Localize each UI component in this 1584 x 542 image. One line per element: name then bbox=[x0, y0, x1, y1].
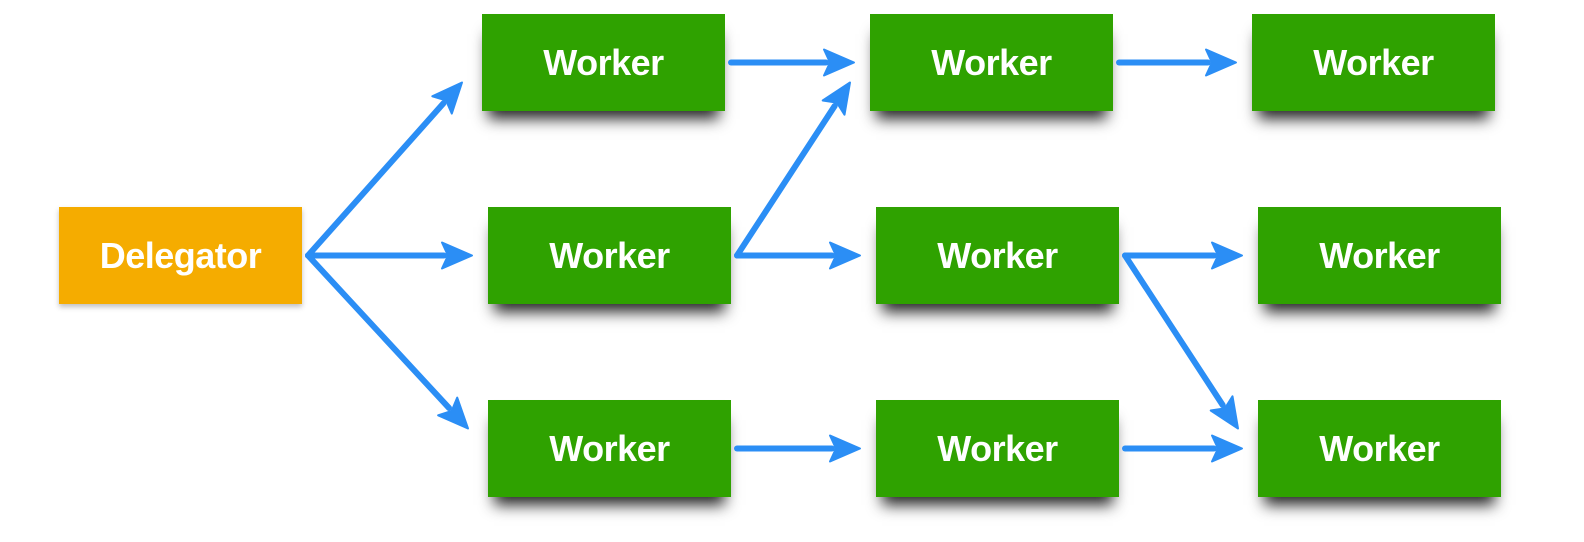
arrow-shaft bbox=[734, 102, 838, 259]
arrow-head bbox=[431, 81, 463, 115]
worker-node-middle-1: Worker bbox=[488, 207, 731, 304]
arrow-head bbox=[441, 241, 473, 270]
arrow-shaft bbox=[305, 100, 447, 259]
arrow-delegator-to-w_top_1 bbox=[305, 81, 463, 259]
worker-node-middle-3: Worker bbox=[1258, 207, 1501, 304]
arrow-head bbox=[821, 81, 851, 116]
arrow-w_mid_1-to-w_mid_2 bbox=[734, 241, 861, 270]
worker-label: Worker bbox=[549, 427, 670, 469]
arrow-head bbox=[1209, 395, 1239, 430]
worker-node-bottom-1: Worker bbox=[488, 400, 731, 497]
arrow-shaft bbox=[1122, 252, 1226, 409]
worker-node-top-3: Worker bbox=[1252, 14, 1495, 111]
arrow-w_mid_1-to-w_top_2 bbox=[734, 81, 851, 259]
arrow-w_bot_2-to-w_bot_3 bbox=[1122, 434, 1243, 463]
worker-label: Worker bbox=[1319, 234, 1440, 276]
worker-node-top-1: Worker bbox=[482, 14, 725, 111]
worker-node-middle-2: Worker bbox=[876, 207, 1119, 304]
worker-label: Worker bbox=[1313, 41, 1434, 83]
worker-label: Worker bbox=[931, 41, 1052, 83]
worker-node-bottom-2: Worker bbox=[876, 400, 1119, 497]
arrow-delegator-to-w_mid_1 bbox=[305, 241, 473, 270]
arrow-head bbox=[1211, 434, 1243, 463]
arrow-head bbox=[1205, 48, 1237, 77]
arrow-w_bot_1-to-w_bot_2 bbox=[734, 434, 861, 463]
arrow-head bbox=[829, 434, 861, 463]
arrow-head bbox=[1211, 241, 1243, 270]
arrow-head bbox=[823, 48, 855, 77]
worker-node-top-2: Worker bbox=[870, 14, 1113, 111]
worker-label: Worker bbox=[937, 427, 1058, 469]
arrow-w_top_2-to-w_top_3 bbox=[1116, 48, 1237, 77]
arrow-w_mid_2-to-w_bot_3 bbox=[1122, 252, 1239, 430]
arrow-head bbox=[437, 396, 469, 430]
worker-label: Worker bbox=[937, 234, 1058, 276]
arrow-w_top_1-to-w_top_2 bbox=[728, 48, 855, 77]
delegator-node: Delegator bbox=[59, 207, 302, 304]
arrow-shaft bbox=[305, 252, 452, 411]
arrow-w_mid_2-to-w_mid_3 bbox=[1122, 241, 1243, 270]
arrow-head bbox=[829, 241, 861, 270]
worker-label: Worker bbox=[543, 41, 664, 83]
delegator-label: Delegator bbox=[99, 234, 262, 276]
worker-label: Worker bbox=[1319, 427, 1440, 469]
worker-label: Worker bbox=[549, 234, 670, 276]
arrow-delegator-to-w_bot_1 bbox=[305, 252, 469, 430]
worker-node-bottom-3: Worker bbox=[1258, 400, 1501, 497]
